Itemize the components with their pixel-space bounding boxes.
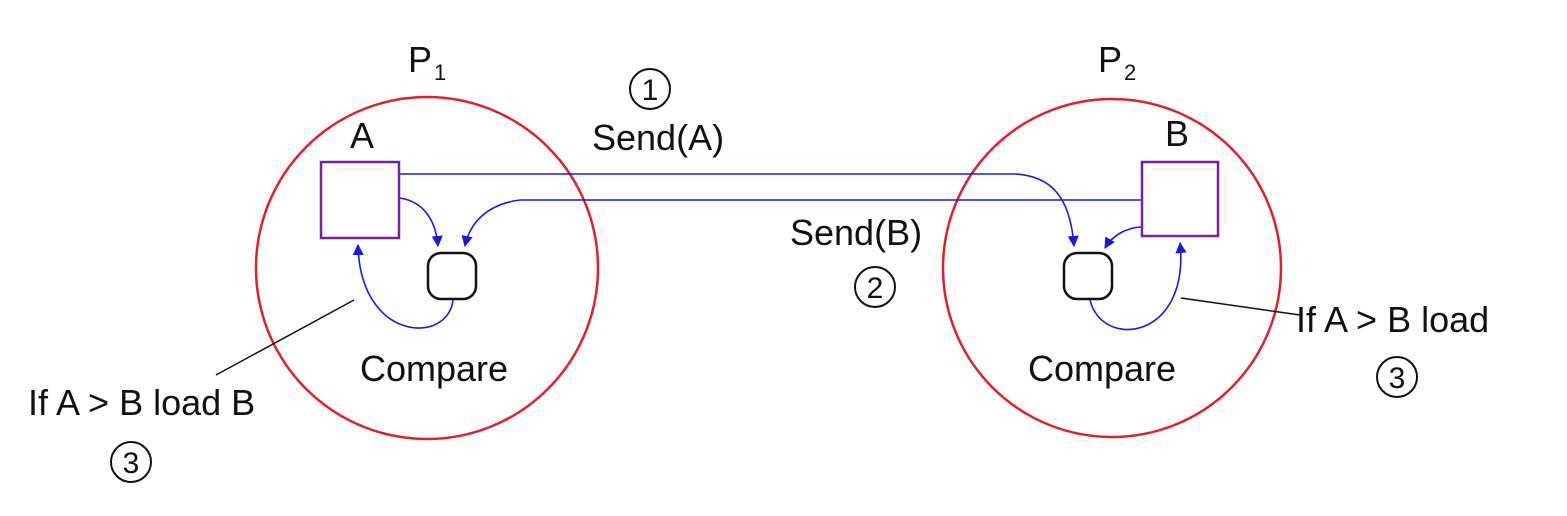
processor-p2-circle [941,97,1283,439]
register-b-label: B [1165,113,1189,154]
processor-p1-circle [254,95,600,441]
arrow-compare-to-b-p2 [1089,241,1187,331]
compare-unit-p2 [1062,251,1114,301]
processor-p2: P2 B Compare [941,39,1283,439]
step-3-circle-p1 [110,441,152,483]
compare-unit-p1 [426,251,478,301]
step-1-number: 1 [642,74,659,107]
register-a-label: A [350,115,374,156]
step-3-number-p1: 3 [123,447,140,480]
register-a-box [319,160,401,240]
send-b-label: Send(B) [790,212,922,253]
message-send-b: Send(B) 2 [461,199,1142,308]
arrow-b-to-compare-p2 [1104,226,1142,249]
compare-label-p1: Compare [360,348,508,389]
register-b-box [1140,160,1220,238]
processor-p1-label: P1 [408,39,446,85]
annotation-p1: If A > B load B 3 [28,299,355,483]
step-3-number-p2: 3 [1389,362,1406,395]
processor-p1: P1 A Compare [254,39,600,441]
send-a-label: Send(A) [592,117,724,158]
send-a-path [400,173,1079,248]
arrow-compare-to-a-p1 [352,243,454,329]
step-1-circle [629,68,671,110]
arrow-a-to-compare-p1 [399,197,443,248]
annotation-p2-text: If A > B load [1296,299,1489,340]
annotation-p1-text: If A > B load B [28,382,255,423]
message-send-a: 1 Send(A) [400,68,1079,248]
compare-label-p2: Compare [1028,348,1176,389]
processor-p2-label: P2 [1098,39,1136,85]
step-2-number: 2 [867,272,884,305]
annotation-p2-leader [1180,297,1301,316]
annotation-p1-leader [215,299,355,376]
annotation-p2: If A > B load 3 [1180,297,1489,398]
step-2-circle [854,266,896,308]
send-b-path [461,199,1142,248]
step-3-circle-p2 [1376,356,1418,398]
